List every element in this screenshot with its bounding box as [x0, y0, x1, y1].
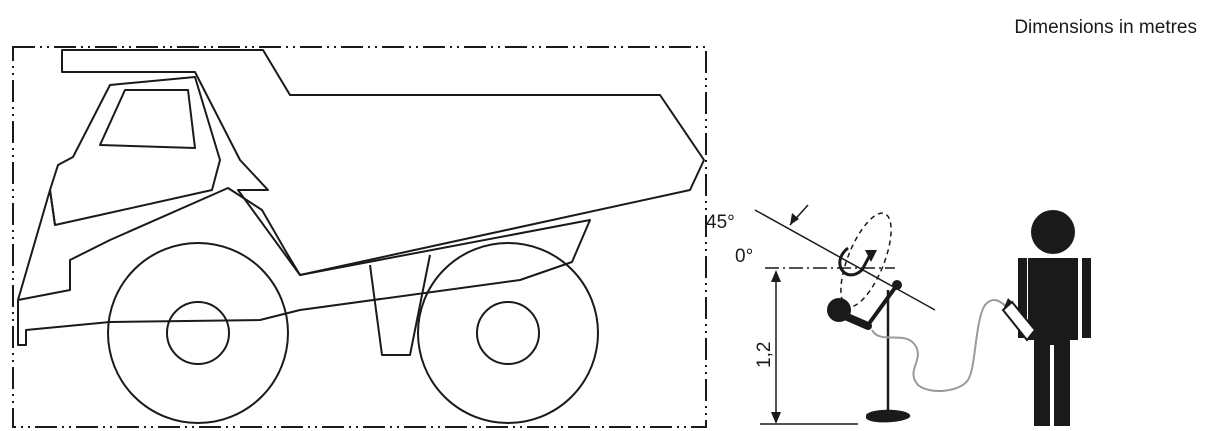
cab — [49, 76, 221, 226]
dump-truck — [17, 49, 705, 424]
front-bumper — [17, 189, 56, 301]
operator-right-arm — [1082, 258, 1091, 338]
operator-head — [1031, 210, 1075, 254]
height-dimension — [760, 270, 858, 425]
chassis — [17, 187, 591, 346]
front-wheel — [107, 242, 289, 424]
rotation-arrowhead — [865, 250, 877, 262]
sound-level-meter-tip — [1003, 298, 1012, 310]
cab-window — [99, 89, 196, 149]
height-arrowhead-top — [771, 270, 781, 282]
operator-figure — [1001, 210, 1091, 426]
microphone-stand — [754, 204, 1011, 423]
angle-0-label: 0° — [735, 246, 753, 267]
rear-wheel — [417, 242, 599, 424]
front-wheel-hub — [166, 301, 230, 365]
microphone-body — [841, 312, 872, 330]
operator-left-arm — [1018, 258, 1027, 338]
height-arrowhead-bottom — [771, 412, 781, 424]
rear-wheel-hub — [476, 301, 540, 365]
height-label: 1,2 — [754, 342, 775, 368]
dump-body — [61, 49, 705, 276]
boom-clamp — [892, 280, 902, 290]
stand-base — [866, 409, 911, 423]
angle-45-label: 45° — [706, 212, 735, 233]
angle-arrowhead — [790, 213, 799, 225]
rotation-arrow — [838, 246, 872, 277]
machine-boundary-box — [12, 46, 707, 428]
boom-arm — [866, 283, 899, 327]
suspension-strut — [369, 254, 431, 356]
dimensions-note: Dimensions in metres — [1014, 17, 1197, 38]
microphone-cable — [871, 298, 1011, 392]
microphone-axis-line — [754, 209, 936, 311]
operator-body — [1028, 258, 1078, 426]
